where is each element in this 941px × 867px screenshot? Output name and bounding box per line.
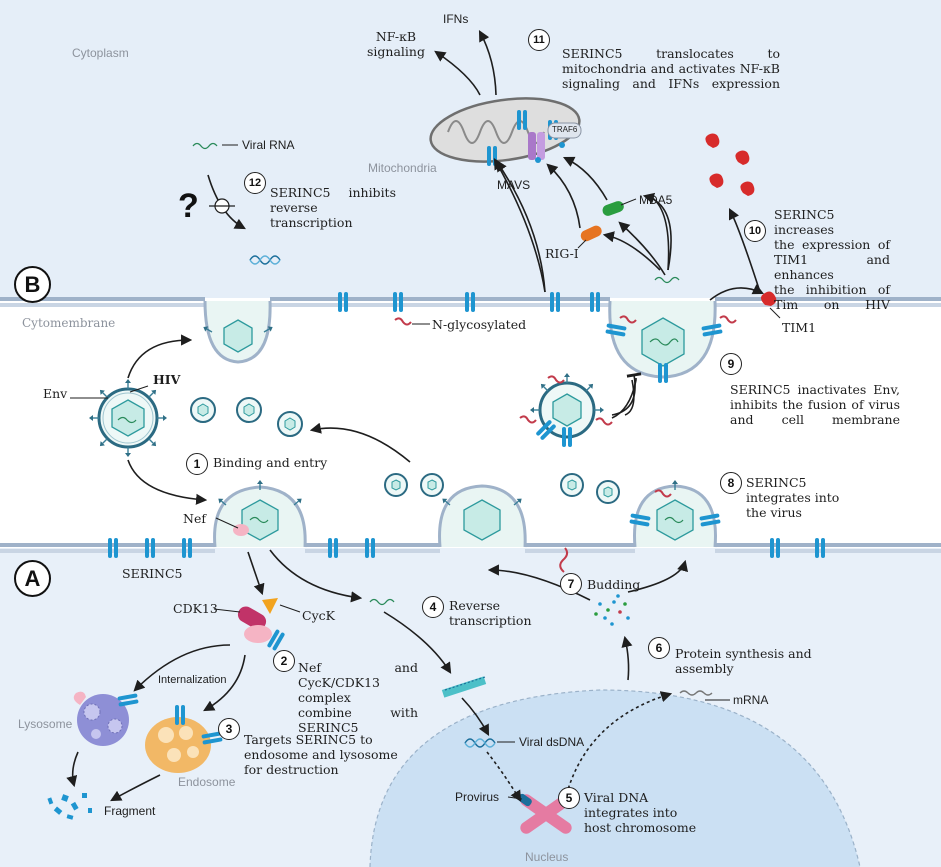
step-1-text: Binding and entry [213, 455, 328, 470]
viral-rna-label: Viral RNA [242, 138, 295, 152]
panel-a-badge: A [14, 560, 51, 597]
nucleus [370, 690, 860, 867]
step-8-number: 8 [720, 472, 742, 494]
nfkb-signaling-label: NF-κB signaling [367, 29, 425, 59]
process-arrows [66, 30, 765, 802]
step-6-number: 6 [648, 637, 670, 659]
panel-b-badge: B [14, 266, 51, 303]
step-10-text: SERINC5 increases the expression of TIM1… [774, 207, 890, 312]
step-4-text: Reverse transcription [449, 598, 532, 628]
tim1-proteins [705, 133, 777, 306]
step-12-number: 12 [244, 172, 266, 194]
traf6-protein [547, 122, 582, 139]
reverse-transcript-dsdna [249, 255, 281, 265]
cytomembrane-label: Cytomembrane [22, 316, 116, 330]
step-8-text: SERINC5 integrates into the virus [746, 475, 840, 520]
rna-dna-hybrid [441, 676, 487, 698]
hiv-virion [88, 378, 168, 458]
step-9-text: SERINC5 inactivates Env, inhibits the fu… [730, 382, 900, 427]
serinc5-virion [519, 372, 613, 447]
top-entry-pit [201, 300, 275, 364]
n-glycosylated-label: N-glycosylated [432, 317, 527, 332]
lysosome-label: Lysosome [18, 717, 73, 731]
inhibition-arrow-9 [611, 372, 642, 416]
rig-i-label: RIG-I [545, 246, 579, 261]
cdk13-label: CDK13 [173, 601, 218, 616]
step-2-text: Nef and CycK/CDK13 complex combine with … [298, 660, 418, 735]
fragment-pieces [47, 793, 92, 820]
inhibition-symbol-12 [209, 198, 235, 214]
internalization-label: Internalization [158, 674, 227, 686]
step-2-number: 2 [273, 650, 295, 672]
mda5-label: MDA5 [639, 193, 673, 207]
cdk13-cyck-complex [237, 598, 286, 652]
budding-pit-7 [438, 484, 527, 548]
mitochondrion [429, 97, 582, 166]
small-virions [190, 397, 620, 504]
mavs-protein [528, 132, 536, 160]
step-3-text: Targets SERINC5 to endosome and lysosome… [244, 732, 398, 777]
mrna-strand [679, 690, 713, 696]
step-1-number: 1 [186, 453, 208, 475]
cytoplasm-label: Cytoplasm [72, 46, 129, 60]
traf6-label: TRAF6 [552, 125, 578, 134]
step-7-number: 7 [560, 573, 582, 595]
step-5-text: Viral DNA integrates into host chromosom… [584, 790, 697, 835]
endosome-label: Endosome [178, 775, 236, 789]
fragment-label: Fragment [104, 804, 156, 818]
arrow-to-mito [495, 160, 546, 293]
env-label: Env [43, 386, 68, 401]
step-11-number: 11 [528, 29, 550, 51]
nucleus-label: Nucleus [525, 850, 569, 864]
unknown-mechanism-mark: ? [178, 187, 199, 225]
mda5-protein [602, 201, 624, 216]
mrna-label: mRNA [733, 693, 769, 707]
host-chromosome [518, 793, 572, 834]
viral-rna [192, 142, 218, 150]
serinc5-label: SERINC5 [122, 566, 183, 581]
lysosome [73, 691, 139, 746]
ifns-label: IFNs [443, 12, 469, 26]
nef-label: Nef [183, 511, 206, 526]
step-6-text: Protein synthesis and assembly [675, 646, 812, 676]
hiv-label: HIV [153, 372, 181, 387]
budding-pit-8 [629, 479, 721, 548]
viral-rna-fragment [654, 276, 680, 284]
mitochondria-label: Mitochondria [368, 161, 437, 175]
viral-rna-a [369, 598, 395, 606]
tim1-label: TIM1 [782, 320, 817, 335]
nef-entry-pit [213, 479, 307, 548]
step-10-number: 10 [744, 220, 766, 242]
step-5-number: 5 [558, 787, 580, 809]
rig-i-protein [580, 225, 602, 242]
step-9-number: 9 [720, 353, 742, 375]
step-12-text: SERINC5 inhibits reverse transcription [270, 185, 396, 230]
top-budding-virion [605, 300, 737, 383]
step-3-number: 3 [218, 718, 240, 740]
n-glycosylated-chain [394, 317, 412, 326]
protein-fragments [594, 594, 630, 626]
glycosylation-chain [559, 547, 569, 573]
viral-dsdna [464, 738, 496, 748]
step-4-number: 4 [422, 596, 444, 618]
step-11-text: SERINC5 translocates to mitochondria and… [562, 46, 780, 91]
cyck-label: CycK [302, 608, 335, 623]
mavs-label: MAVS [497, 178, 531, 192]
provirus-label: Provirus [455, 790, 500, 804]
step-7-text: Budding [587, 577, 641, 592]
viral-dsdna-label: Viral dsDNA [519, 735, 585, 749]
endosome [145, 705, 223, 773]
